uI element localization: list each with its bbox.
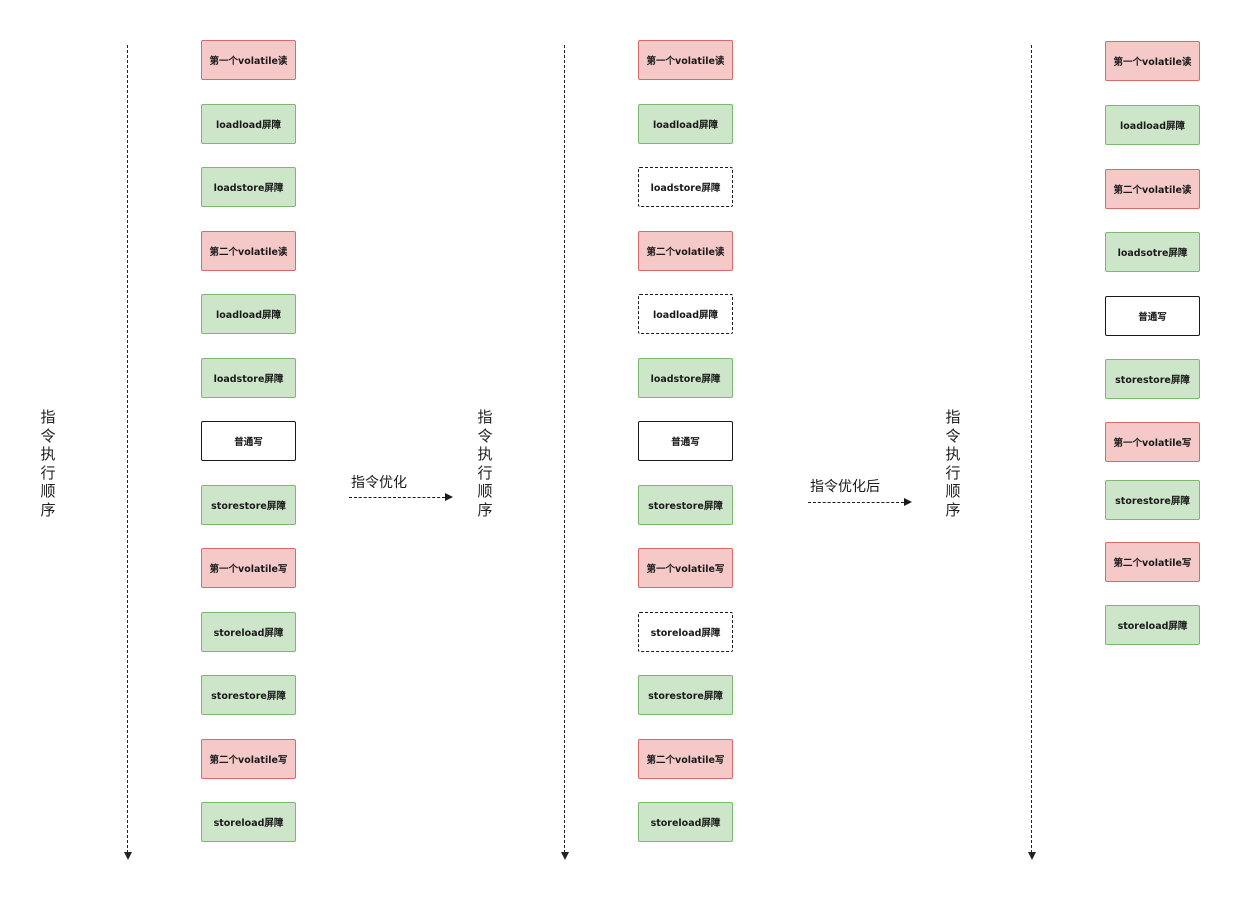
- instruction-box: storestore屏障: [1105, 358, 1200, 399]
- instruction-label: 第一个volatile写: [209, 564, 288, 575]
- instruction-box: loadload屏障: [1105, 104, 1200, 145]
- instruction-label: loadsotre屏障: [1117, 248, 1188, 260]
- instruction-box: 第一个volatile写: [201, 548, 296, 588]
- instruction-label: storeload屏障: [1117, 621, 1188, 632]
- instruction-label: 第一个volatile写: [1113, 437, 1192, 449]
- instruction-box: storeload屏障: [201, 802, 296, 842]
- instruction-box: storestore屏障: [201, 484, 296, 525]
- instruction-box: loadstore屏障: [638, 167, 733, 207]
- instruction-box: storestore屏障: [638, 675, 733, 715]
- instruction-label: loadload屏障: [216, 310, 281, 321]
- instruction-box: 普通写: [638, 421, 733, 461]
- instruction-label: loadload屏障: [216, 119, 281, 131]
- instruction-box: loadsotre屏障: [1105, 232, 1200, 273]
- instruction-label: 普通写: [671, 437, 700, 448]
- axis-arrowhead-icon: [123, 852, 132, 860]
- instruction-box: 第一个volatile读: [1105, 41, 1200, 81]
- instruction-label: storestore屏障: [648, 500, 723, 512]
- instruction-label: 第二个volatile写: [1113, 558, 1192, 569]
- instruction-box: loadload屏障: [638, 294, 733, 334]
- execution-order-label: 指令执行顺序: [40, 408, 56, 519]
- instruction-label: 第一个volatile读: [1113, 57, 1192, 68]
- instruction-label: storeload屏障: [650, 627, 721, 639]
- step-arrow-line: [808, 502, 904, 503]
- execution-order-axis: [564, 45, 565, 853]
- instruction-box: loadload屏障: [201, 103, 296, 144]
- step-arrow-line: [349, 497, 445, 498]
- step-label: 指令优化后: [810, 479, 880, 495]
- instruction-box: 普通写: [1105, 296, 1200, 337]
- instruction-label: storestore屏障: [1115, 374, 1190, 386]
- execution-order-label: 指令执行顺序: [477, 408, 493, 519]
- instruction-box: storestore屏障: [201, 675, 296, 715]
- instruction-label: loadstore屏障: [213, 373, 284, 385]
- instruction-label: 普通写: [1138, 312, 1167, 324]
- instruction-box: 第二个volatile读: [1105, 168, 1200, 209]
- instruction-box: 第一个volatile读: [638, 40, 733, 80]
- instruction-box: storeload屏障: [638, 611, 733, 652]
- instruction-label: 第二个volatile写: [209, 754, 288, 766]
- instruction-box: 第二个volatile读: [201, 230, 296, 271]
- instruction-box: 第二个volatile写: [1105, 542, 1200, 582]
- instruction-box: 第二个volatile写: [638, 738, 733, 779]
- instruction-label: loadstore屏障: [213, 183, 284, 194]
- instruction-box: storestore屏障: [638, 484, 733, 525]
- step-label: 指令优化: [351, 475, 407, 491]
- instruction-label: 第一个volatile读: [209, 56, 288, 67]
- instruction-label: 第一个volatile读: [646, 56, 725, 67]
- instruction-label: storeload屏障: [650, 818, 721, 829]
- optimization-step: 指令优化: [349, 472, 459, 508]
- instruction-label: 第二个volatile读: [1113, 184, 1192, 196]
- instruction-box: 第二个volatile读: [638, 230, 733, 271]
- instruction-label: storestore屏障: [648, 691, 723, 702]
- execution-order-label: 指令执行顺序: [945, 408, 961, 519]
- execution-order-axis: [127, 45, 128, 853]
- instruction-box: storeload屏障: [1105, 605, 1200, 645]
- instruction-label: storestore屏障: [211, 500, 286, 512]
- instruction-box: storestore屏障: [1105, 479, 1200, 520]
- instruction-box: storeload屏障: [201, 611, 296, 652]
- instruction-box: 第二个volatile写: [201, 738, 296, 779]
- axis-arrowhead-icon: [560, 852, 569, 860]
- instruction-label: 第二个volatile读: [646, 246, 725, 258]
- instruction-box: loadload屏障: [201, 294, 296, 334]
- execution-order-axis: [1031, 45, 1032, 853]
- instruction-label: storeload屏障: [213, 818, 284, 829]
- instruction-box: storeload屏障: [638, 802, 733, 842]
- instruction-box: 第一个volatile写: [638, 548, 733, 588]
- instruction-label: storeload屏障: [213, 627, 284, 639]
- instruction-label: 普通写: [234, 437, 263, 448]
- instruction-label: 第一个volatile写: [646, 564, 725, 575]
- instruction-box: loadstore屏障: [201, 167, 296, 207]
- instruction-box: 普通写: [201, 421, 296, 461]
- instruction-label: loadload屏障: [1120, 120, 1185, 132]
- optimization-result-step: 指令优化后: [808, 476, 924, 512]
- instruction-label: 第二个volatile写: [646, 754, 725, 766]
- instruction-box: 第一个volatile读: [201, 40, 296, 80]
- axis-arrowhead-icon: [1027, 852, 1036, 860]
- instruction-label: loadload屏障: [653, 310, 718, 321]
- instruction-label: storestore屏障: [211, 691, 286, 702]
- instruction-label: storestore屏障: [1115, 495, 1190, 507]
- step-arrowhead-icon: [445, 493, 453, 501]
- instruction-label: loadstore屏障: [650, 373, 721, 385]
- step-arrowhead-icon: [904, 498, 912, 506]
- instruction-box: 第一个volatile写: [1105, 421, 1200, 462]
- instruction-box: loadstore屏障: [201, 357, 296, 398]
- instruction-box: loadstore屏障: [638, 357, 733, 398]
- instruction-label: loadload屏障: [653, 119, 718, 131]
- instruction-label: 第二个volatile读: [209, 246, 288, 258]
- instruction-label: loadstore屏障: [650, 183, 721, 194]
- instruction-box: loadload屏障: [638, 103, 733, 144]
